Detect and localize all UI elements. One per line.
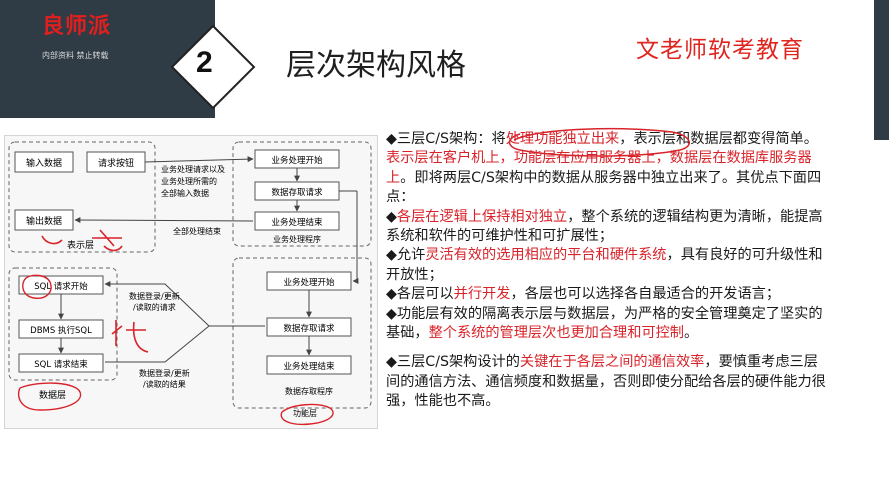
org-name: 文老师软考教育	[636, 37, 804, 63]
business-bottom-caption: 数据存取程序	[285, 386, 333, 396]
p6-prefix: ◆三层C/S架构设计的	[386, 354, 520, 371]
note-line-3: 全部输入数据	[161, 188, 209, 198]
p6-red: 关键在于各层之间的通信效率	[519, 354, 705, 371]
section-number-diamond	[170, 24, 256, 110]
request-button-label: 请求按钮	[98, 157, 134, 169]
result-arrow	[74, 217, 254, 224]
brand-tagline: 内部资料 禁止转载	[42, 51, 109, 60]
result-label: 全部处理结束	[173, 226, 221, 236]
business-top-frame	[232, 141, 372, 247]
biz-end-box	[254, 211, 340, 231]
p3-prefix: ◆允许	[386, 247, 426, 264]
sql-end-label: SQL 请求结束	[34, 359, 88, 370]
p1-suffix: 。即将两层C/S架构中的数据从服务器中独立出来了。其优点下面四点：	[386, 169, 822, 206]
point-platform-choice: ◆允许灵活有效的选用相应的平台和硬件系统，具有良好的可升级性和开放性；	[386, 246, 826, 285]
point-overview: ◆三层C/S架构：将处理功能独立出来，表示层和数据层都变得简单。表示层在客户机上…	[386, 130, 826, 208]
input-data-label: 输入数据	[26, 157, 62, 169]
sql-start-label: SQL 请求开始	[34, 281, 88, 292]
result-to-biz-arrow	[105, 325, 210, 363]
p1-red: 表示层在客户机上，功能层在应用服务器上，数据层在数据库服务器上	[386, 150, 812, 186]
p3-red: 灵活有效的选用相应的平台和硬件系统	[425, 247, 667, 264]
p5-prefix: ◆功能层有效的隔离表示层与数据层，为严格的安全管理奠定了坚实的基础，	[386, 305, 823, 342]
biz-end-label: 业务处理结束	[271, 217, 323, 228]
req-label-2: /读取的请求	[133, 302, 176, 312]
p4-prefix: ◆各层可以	[386, 286, 454, 303]
acc-access-label: 数据存取请求	[283, 323, 335, 334]
point-key-efficiency: ◆三层C/S架构设计的关键在于各层之间的通信效率，要慎重考虑三层间的通信方法、通…	[386, 353, 826, 411]
presentation-caption: 表示层	[67, 239, 94, 251]
business-top-caption: 业务处理程序	[273, 234, 321, 244]
biz-start-label: 业务处理开始	[271, 155, 323, 166]
brand-logo: 良师派	[42, 14, 112, 39]
dbms-label: DBMS 执行SQL	[30, 325, 92, 336]
sql-end-box	[18, 353, 104, 373]
point-security: ◆功能层有效的隔离表示层与数据层，为严格的安全管理奠定了坚实的基础，整个系统的管…	[386, 305, 826, 344]
paragraph-gap	[386, 343, 826, 353]
res-label-2: /读取的结果	[143, 379, 186, 389]
diagram-svg: 输入数据 请求按钮 输出数据 表示层 业务处理请求以及 业务处理所需的 全部输入…	[8, 141, 372, 418]
p1-mid: ，表示层和数据层都变得简单。	[619, 131, 818, 147]
output-data-label: 输出数据	[26, 215, 62, 227]
p2-suffix: ，整个系统的逻辑结构更为清晰，能提高系统和软件的可维护性和可扩展性；	[386, 208, 823, 245]
p3-suffix: ，具有良好的可升级性和开放性；	[386, 247, 823, 283]
architecture-diagram: 输入数据 请求按钮 输出数据 表示层 业务处理请求以及 业务处理所需的 全部输入…	[4, 135, 378, 429]
p4-red: 并行开发	[453, 286, 511, 303]
p2-red: 各层在逻辑上保持相对独立	[396, 208, 568, 225]
p1-prefix: ◆三层C/S架构：将	[386, 131, 506, 147]
req-label-1: 数据登录/更新	[129, 291, 180, 301]
p5-suffix: 。	[683, 325, 699, 342]
right-edge-bar	[874, 0, 889, 140]
output-data-box	[14, 209, 74, 231]
res-label-1: 数据登录/更新	[139, 368, 190, 378]
note-line-2: 业务处理所需的	[161, 176, 217, 186]
point-parallel-dev: ◆各层可以并行开发，各层也可以选择各自最适合的开发语言；	[386, 285, 826, 304]
slide-title: 层次架构风格	[286, 48, 466, 83]
function-layer-label: 功能层	[293, 408, 317, 418]
p1-highlight: 处理功能独立出来	[505, 131, 620, 147]
note-line-1: 业务处理请求以及	[161, 164, 225, 174]
acc-end-label: 业务处理结束	[283, 361, 335, 372]
p6-suffix: ，要慎重考虑三层间的通信方法、通信频度和数据量，否则即使分配给各层的硬件能力很强…	[386, 354, 826, 410]
p5-red: 整个系统的管理层次也更加合理和可控制	[428, 325, 684, 342]
acc-end-box	[266, 355, 352, 375]
presentation-frame	[8, 141, 156, 253]
data-layer-caption: 数据层	[39, 389, 66, 401]
biz-access-label: 数据存取请求	[271, 187, 323, 198]
request-to-data-arrow	[104, 281, 265, 327]
request-arrow	[144, 156, 254, 163]
p2-prefix: ◆	[386, 208, 397, 225]
input-data-box	[14, 151, 74, 173]
p4-suffix: ，各层也可以选择各自最适合的开发语言；	[510, 286, 781, 303]
point-logic-independence: ◆各层在逻辑上保持相对独立，整个系统的逻辑结构更为清晰，能提高系统和软件的可维护…	[386, 208, 826, 247]
content-text: ◆三层C/S架构：将处理功能独立出来，表示层和数据层都变得简单。表示层在客户机上…	[386, 130, 826, 412]
section-number: 2	[196, 46, 213, 79]
acc-start-label: 业务处理开始	[283, 277, 335, 288]
